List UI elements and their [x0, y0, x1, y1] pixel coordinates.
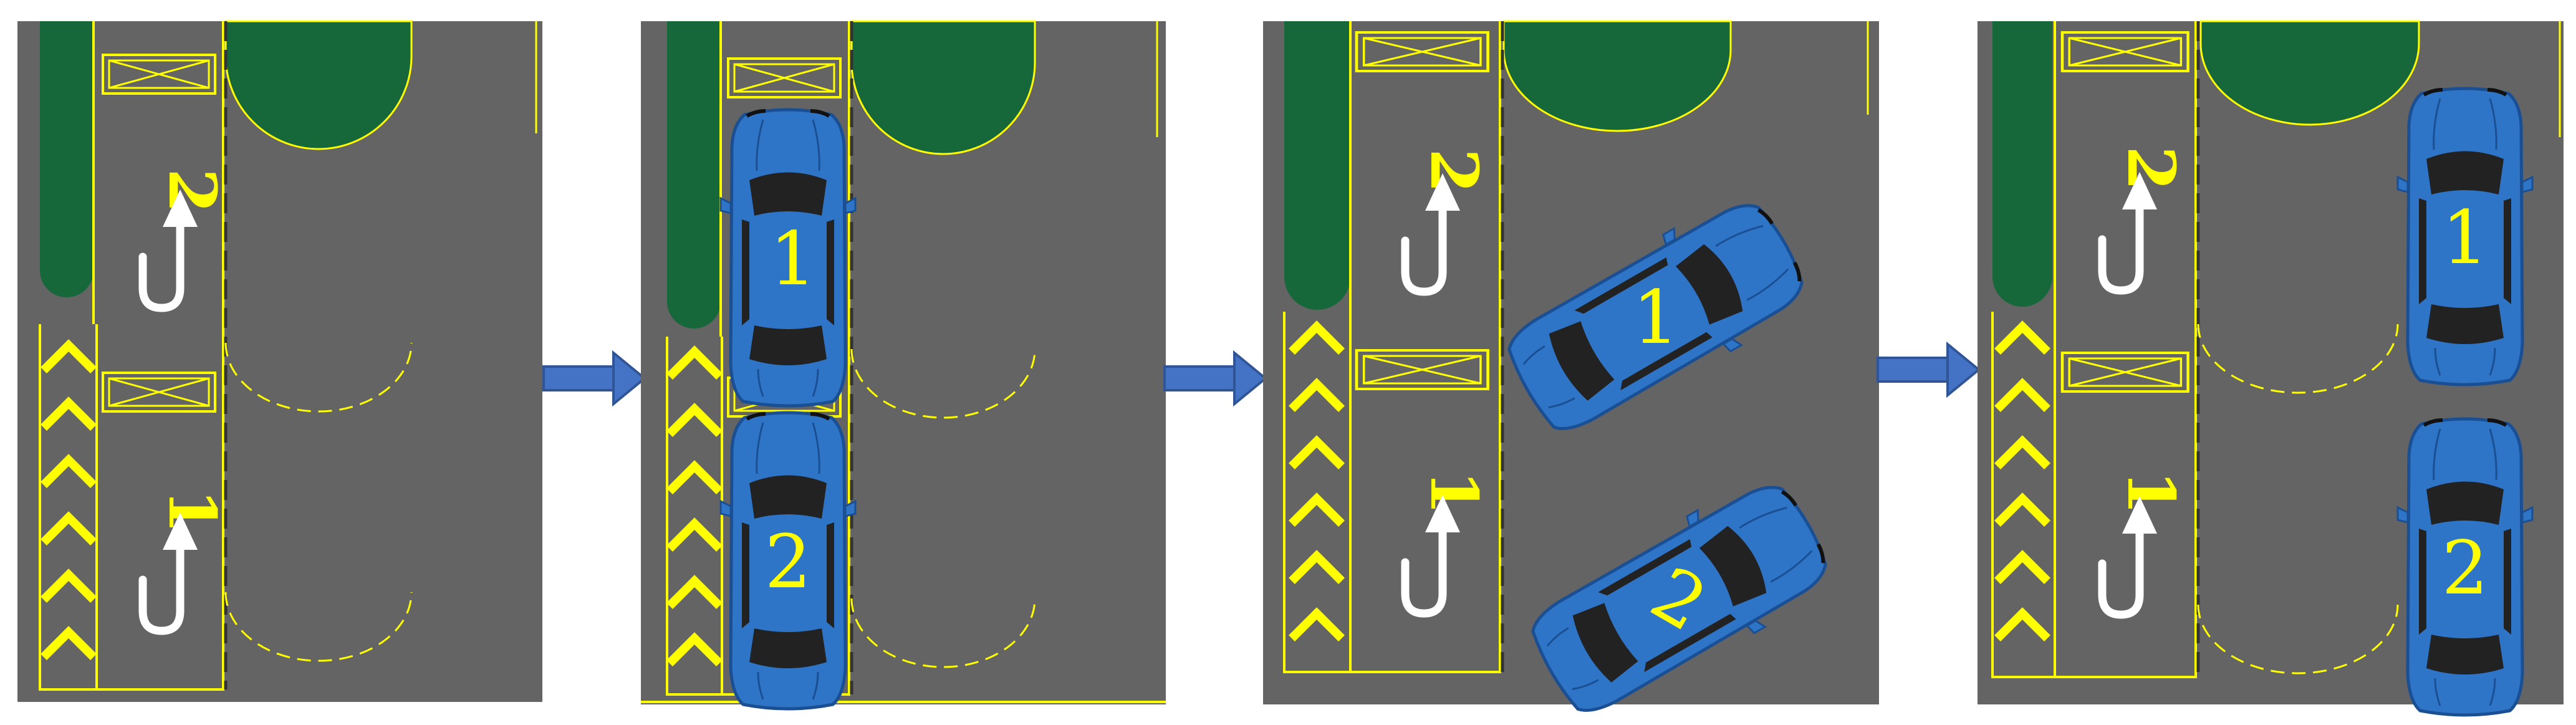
car-label: 1: [1632, 274, 1679, 360]
panel-4: 2 1 1 2: [1978, 20, 2564, 715]
car-icon: 1: [2398, 89, 2532, 385]
car-icon: 2: [1518, 466, 1842, 725]
lane-label: 2: [1416, 148, 1492, 193]
car-label: 2: [2441, 525, 2488, 611]
median-island-end: [667, 275, 721, 329]
lane-markings: [1991, 21, 2561, 678]
median-island-end: [1284, 244, 1350, 310]
right-arrow-icon: [542, 352, 646, 405]
grass-island: [224, 20, 413, 150]
car-icon: 2: [721, 413, 855, 709]
grass-island: [850, 20, 1036, 155]
right-arrow-icon: [1877, 343, 1980, 396]
median-island: [667, 21, 721, 302]
lane-label: 1: [154, 489, 231, 534]
lane-label: 1: [2113, 470, 2189, 515]
median-island: [1284, 21, 1350, 277]
lane-markings: [39, 21, 537, 691]
median-island: [40, 21, 94, 271]
median-island-end: [40, 244, 94, 297]
car-label: 1: [769, 216, 816, 302]
panel-2: 1 2: [641, 20, 1166, 709]
panel-3: 2 1 1 2: [1263, 20, 1879, 725]
car-label: 1: [2441, 194, 2488, 281]
car-icon: 2: [2398, 419, 2532, 715]
lane-label: 1: [1416, 470, 1492, 515]
panel-1: 2 1: [17, 20, 542, 702]
car-icon: 1: [1494, 184, 1818, 449]
lane-markings: [641, 21, 1166, 703]
grass-island: [2199, 20, 2420, 126]
car-icon: 1: [721, 110, 855, 406]
lane-label: 2: [154, 168, 231, 213]
lane-markings: [1283, 21, 1869, 673]
lane-label: 2: [2113, 146, 2189, 191]
right-arrow-icon: [1163, 352, 1267, 405]
median-island: [1992, 21, 2052, 277]
median-island-end: [1992, 247, 2052, 307]
grass-island: [1502, 20, 1732, 132]
car-label: 2: [764, 519, 811, 605]
